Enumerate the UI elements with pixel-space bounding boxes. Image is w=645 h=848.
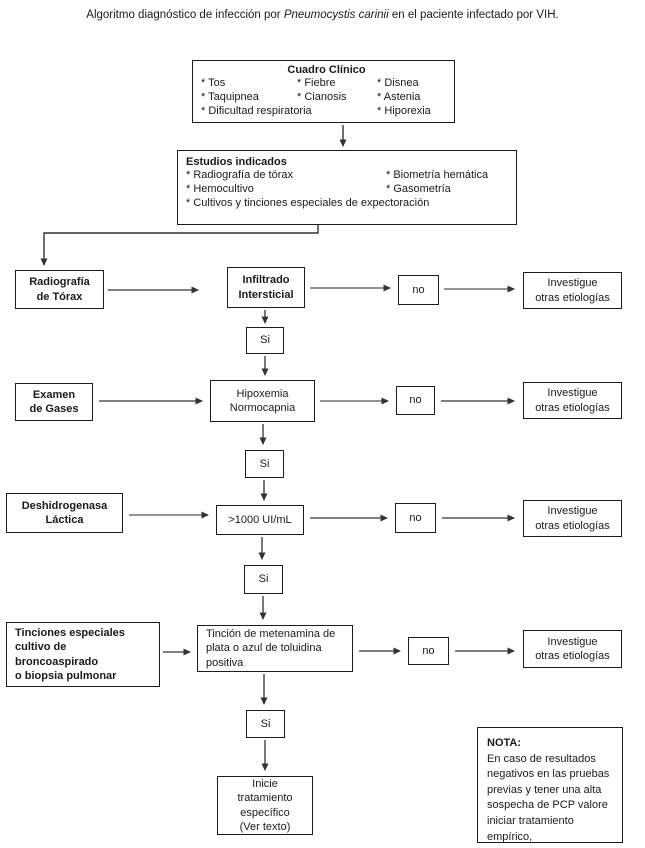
hipoxemia-normocapnia-box: Hipoxemia Normocapnia [210,380,315,422]
deshidrogenasa-lactica-box: Deshidrogenasa Láctica [6,493,123,533]
si-box-1: Si [246,327,284,354]
title-prefix: Algoritmo diagnóstico de infección por [86,9,284,21]
inicie-tratamiento-box: Inicie tratamiento específico (Ver texto… [217,776,313,835]
no-box-1: no [398,275,439,305]
arrow-elbow [40,225,319,266]
study-item: * Hemocultivo [186,183,254,196]
estudios-indicados-box: Estudios indicados * Radiografía de tóra… [177,150,517,225]
study-item: * Radiografía de tórax [186,169,294,181]
clinical-sign-item: * Taquipnea [201,91,259,104]
clinical-sign-item: * Tos [201,77,226,89]
investigue-box-2: Investigue otras etiologías [523,382,622,419]
title-suffix: en el paciente infectado por VIH. [388,9,559,21]
clinical-sign-item: * Astenia [377,91,421,104]
si-box-3: Si [244,565,283,594]
page-title: Algoritmo diagnóstico de infección por P… [0,9,645,21]
cuadro-clinico-heading: Cuadro Clínico [287,64,366,76]
no-box-4: no [408,637,449,665]
si-box-2: Si [245,450,284,478]
study-item: * Biometría hemática [386,169,489,181]
investigue-box-4: Investigue otras etiologías [523,630,622,668]
title-species-italic: Pneumocystis carinii [283,9,389,21]
estudios-heading: Estudios indicados [186,156,287,168]
estudios-items: * Radiografía de tórax * Biometría hemát… [186,168,512,210]
nota-box: NOTA: En caso de resultados negativos en… [477,727,623,843]
investigue-box-1: Investigue otras etiologías [523,272,622,309]
examen-gases-box: Examen de Gases [15,383,93,421]
tinciones-especiales-box: Tinciones especiales cultivo de broncoas… [6,622,160,687]
no-box-3: no [395,503,436,533]
infiltrado-intersticial-box: Infiltrado Intersticial [227,267,305,308]
clinical-sign-item: * Cianosis [297,91,347,104]
nota-body: En caso de resultados negativos en las p… [487,752,610,843]
nota-heading: NOTA: [487,737,522,749]
investigue-box-3: Investigue otras etiologías [523,500,622,537]
study-item: * Cultivos y tinciones especiales de exp… [186,197,430,210]
cuadro-clinico-box: Cuadro Clínico * Tos * Fiebre * Disnea *… [192,60,455,123]
radiografia-torax-box: Radiografía de Tórax [15,270,104,309]
no-box-2: no [396,386,435,415]
clinical-sign-item: * Hiporexia [377,105,431,118]
tincion-metenamina-box: Tinción de metenamina de plata o azul de… [197,625,353,672]
cuadro-clinico-items: * Tos * Fiebre * Disnea * Taquipnea * Ci… [201,76,452,118]
clinical-sign-item: * Disnea [377,77,419,89]
clinical-sign-item: * Dificultad respiratoria [201,105,312,118]
si-box-4: Si [246,710,285,738]
ldh-value-box: >1000 UI/mL [216,505,304,535]
clinical-sign-item: * Fiebre [297,77,336,89]
study-item: * Gasometría [386,183,451,196]
